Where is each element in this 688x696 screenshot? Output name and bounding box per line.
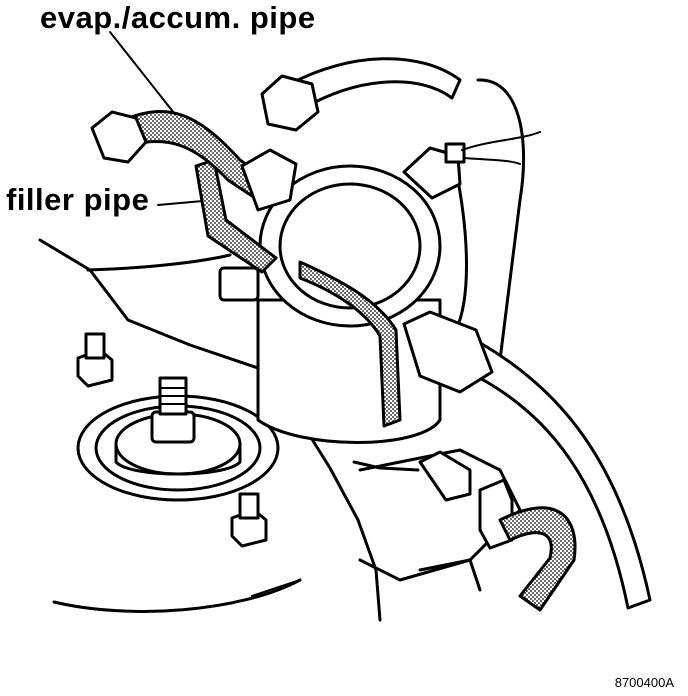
accumulator — [218, 164, 442, 444]
filler-pipe-label: filler pipe — [6, 182, 150, 217]
evap-label-leader — [109, 31, 179, 119]
pressure-switch — [402, 131, 541, 200]
floor-dash — [251, 579, 301, 597]
lower-bracket — [358, 448, 577, 612]
mount-stud-upper — [76, 332, 114, 388]
evap-accum-pipe — [90, 110, 298, 212]
strut-mount — [76, 376, 280, 502]
evap-accum-pipe-label: evap./accum. pipe — [40, 0, 316, 35]
figure-code: 8700400A — [614, 675, 674, 690]
upper-pipe — [260, 57, 462, 132]
vessel-background — [454, 78, 526, 362]
mount-stud-lower — [230, 492, 268, 548]
outlet-hose — [402, 310, 652, 610]
